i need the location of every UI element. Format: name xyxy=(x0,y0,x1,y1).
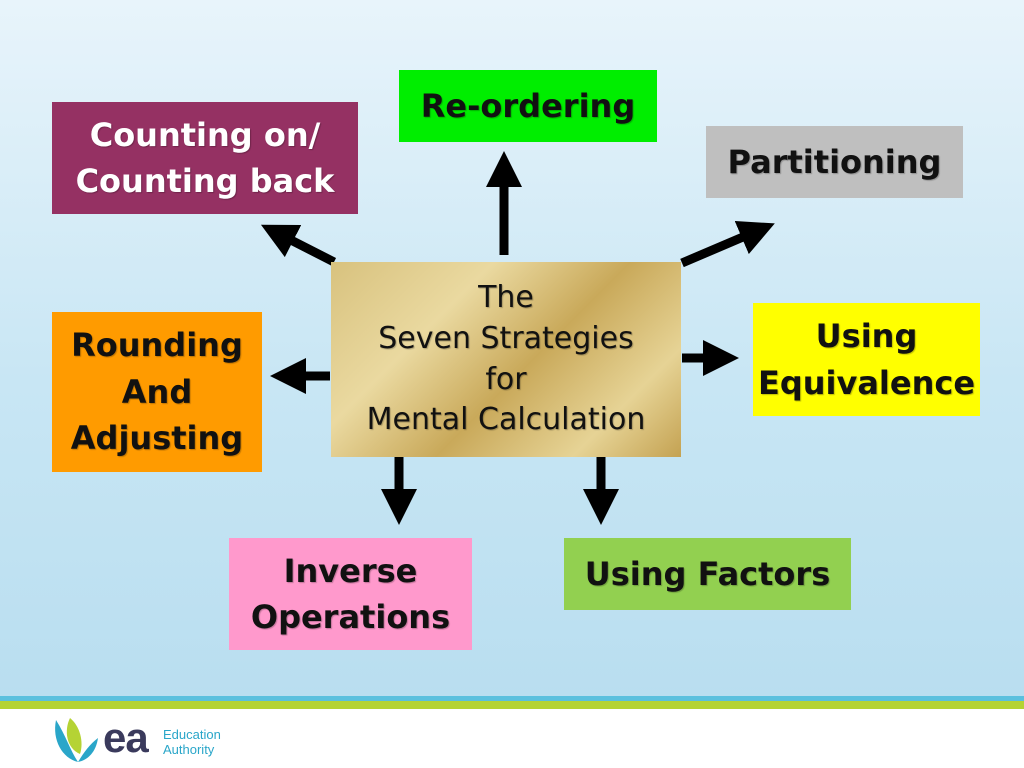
equivalence-line-1: Using xyxy=(815,317,918,356)
inverse-line-2: Operations xyxy=(250,598,451,636)
arrow-to-partitioning xyxy=(680,220,775,268)
factors-label: Using Factors xyxy=(584,554,831,593)
center-line-2: Seven Strategies xyxy=(378,320,634,356)
partitioning-box: Partitioning xyxy=(706,126,963,198)
center-line-1: The xyxy=(478,279,534,315)
footer-stripe-green xyxy=(0,701,1024,709)
footer-stripe-blue xyxy=(0,696,1024,701)
reordering-box: Re-ordering xyxy=(399,70,657,142)
counting-line-2: Counting back xyxy=(75,162,335,200)
partitioning-label: Partitioning xyxy=(727,142,942,181)
equivalence-line-2: Equivalence xyxy=(757,363,976,402)
rounding-line-3: Adjusting xyxy=(70,419,244,458)
logo-line-1: Education xyxy=(163,727,221,742)
ea-logo-mark: ea xyxy=(103,714,149,761)
counting-line-1: Counting on/ xyxy=(89,115,321,154)
footer-bar xyxy=(0,709,1024,768)
arrows-layer xyxy=(260,151,775,525)
rounding-line-2: And xyxy=(121,372,193,411)
factors-box: Using Factors xyxy=(564,538,851,610)
center-line-4: Mental Calculation xyxy=(366,402,646,438)
counting-on-box: Counting on/Counting back xyxy=(52,102,358,214)
ea-leaf-logo-icon xyxy=(55,718,98,762)
center-line-3: for xyxy=(485,361,527,397)
rounding-line-1: Rounding xyxy=(71,326,243,365)
logo-line-2: Authority xyxy=(163,742,215,757)
inverse-line-1: Inverse xyxy=(283,551,418,590)
arrow-to-counting xyxy=(260,224,337,267)
ea-logo-text: Education Authority xyxy=(163,727,221,757)
reordering-label: Re-ordering xyxy=(420,86,636,125)
